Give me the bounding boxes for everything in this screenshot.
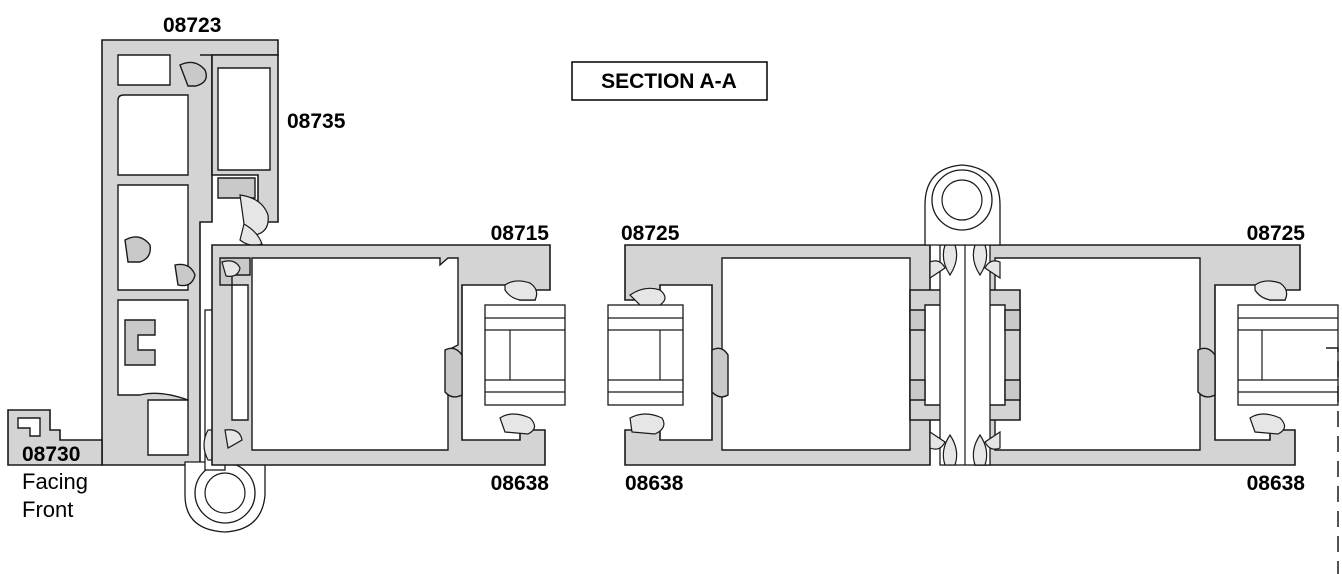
section-title: SECTION A-A bbox=[601, 70, 737, 93]
profile-08723 bbox=[101, 39, 279, 466]
label-08725-left: 08725 bbox=[621, 222, 680, 245]
center-mullion bbox=[909, 244, 1021, 466]
label-08725-right: 08725 bbox=[1247, 222, 1306, 245]
section-title-box bbox=[571, 61, 768, 101]
profile-08735 bbox=[200, 54, 279, 246]
label-08638-a: 08638 bbox=[491, 472, 550, 495]
label-08723: 08723 bbox=[163, 14, 221, 37]
profile-08730 bbox=[7, 409, 103, 466]
profile-08715 bbox=[211, 244, 551, 466]
label-08638-b: 08638 bbox=[625, 472, 684, 495]
label-facing: Facing bbox=[22, 469, 88, 494]
label-08730: 08730 bbox=[22, 443, 80, 466]
label-08638-c: 08638 bbox=[1247, 472, 1306, 495]
hinge-knuckle-top bbox=[924, 164, 1001, 246]
glass-unit-middle bbox=[607, 304, 684, 406]
label-front: Front bbox=[22, 497, 73, 522]
label-08735: 08735 bbox=[287, 110, 346, 133]
glass-unit-right bbox=[1237, 304, 1339, 406]
glass-unit-left bbox=[484, 304, 566, 406]
label-08715: 08715 bbox=[491, 222, 550, 245]
profile-08725-right bbox=[974, 244, 1301, 466]
profile-08725-left bbox=[624, 244, 931, 466]
hinge-knuckle-bottom bbox=[184, 309, 266, 533]
opening-dash-line bbox=[1326, 347, 1339, 574]
